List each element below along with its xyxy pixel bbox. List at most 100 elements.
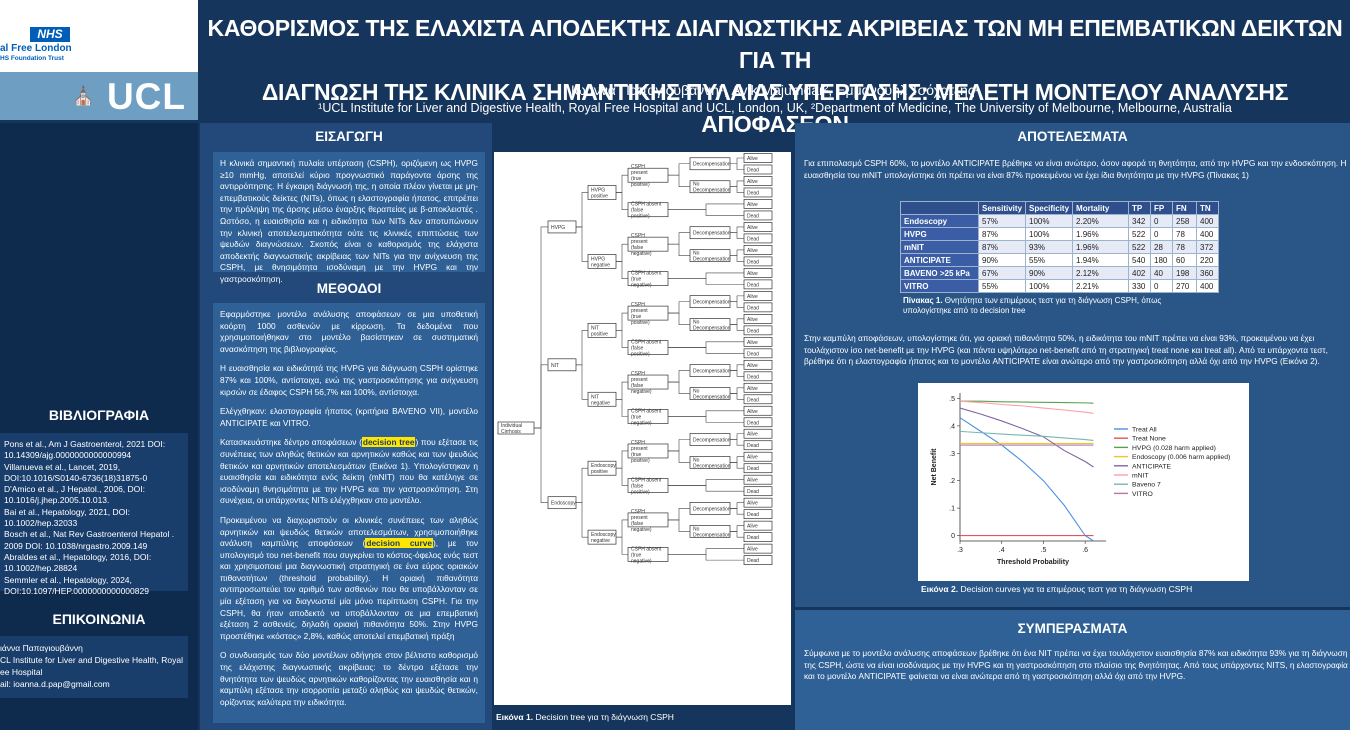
tree-node-label: (true <box>631 452 642 458</box>
legend-entry: mNIT <box>1132 473 1149 480</box>
tree-node-label: (false <box>631 483 643 489</box>
title-line-1: ΚΑΘΟΡΙΣΜΟΣ ΤΗΣ ΕΛΑΧΙΣΤΑ ΑΠΟΔΕΚΤΗΣ ΔΙΑΓΝΩ… <box>207 15 1343 73</box>
reference-item: D'Amico et al., J Hepatol., 2006, DOI: 1… <box>4 484 145 506</box>
legend-entry: Endoscopy (0.006 harm applied) <box>1132 454 1230 461</box>
tree-leaf-alive: Alive <box>743 245 773 255</box>
contact-line: ιάννα Παπαγιουβάννη <box>0 643 83 653</box>
tree-node-label: negative <box>591 262 610 268</box>
tree-node-label: Alive <box>747 340 758 346</box>
table-cell: 55% <box>1025 253 1074 267</box>
tree-node-label: Endoscopy <box>591 463 616 469</box>
tree-node-label: CSPH absent <box>631 409 662 415</box>
methods-paragraph-4: Κατασκευάστηκε δέντρο αποφάσεων (decisio… <box>220 437 479 506</box>
tree-leaf-dead: Dead <box>743 486 773 497</box>
tree-branch <box>668 416 744 423</box>
tree-node-label: No <box>693 320 700 326</box>
table-cell: 180 <box>1150 253 1174 267</box>
intro-paragraph: Η κλινικά σημαντική πυλαία υπέρταση (CSP… <box>220 158 478 284</box>
tree-branch <box>730 301 744 308</box>
tree-node-label: positive) <box>631 182 650 188</box>
tree-node-label: Decompensation <box>693 326 731 332</box>
tree-leaf-alive: Alive <box>743 520 773 531</box>
results-paragraph-2: Στην καμπύλη αποφάσεων, υπολογίστηκε ότι… <box>804 333 1328 367</box>
tree-decomp-node: Decompensation <box>689 364 731 377</box>
tree-branch <box>616 174 628 193</box>
tree-node-label: Dead <box>747 351 759 357</box>
tree-branch <box>616 381 628 400</box>
tree-node-label: Dead <box>747 420 759 426</box>
tree-node-label: No <box>693 526 700 532</box>
tree-branch <box>668 439 690 452</box>
tree-leaf-alive: Alive <box>743 382 773 393</box>
tree-node-label: Alive <box>747 156 758 162</box>
tree-node-label: Alive <box>747 455 758 461</box>
tree-node-label: positive) <box>631 214 650 220</box>
tree-leaf-alive: Alive <box>743 176 773 186</box>
legend-entry: Treat None <box>1132 436 1166 443</box>
tree-node-label: Decompensation <box>693 162 731 168</box>
tree-branch <box>668 519 690 532</box>
table-cell: 55% <box>977 279 1027 293</box>
tree-node-label: Decompensation <box>693 257 731 263</box>
tree-node-label: Alive <box>747 501 758 507</box>
tree-node-label: Alive <box>747 317 758 323</box>
tree-node-label: negative) <box>631 527 652 533</box>
ucl-logo-text: UCL <box>106 76 186 117</box>
decision-tree-diagram: IndividualCirrhosisAliveDeadDecompensati… <box>497 153 773 565</box>
tree-leaf-alive: Alive <box>743 497 773 508</box>
table-cell: 400 <box>1196 279 1220 293</box>
tree-node-label: Dead <box>747 213 759 219</box>
table-cell: 90% <box>1025 266 1074 280</box>
conclusions-text: Σύμφωνα με το μοντέλο ανάλυσης αποφάσεων… <box>804 648 1348 682</box>
x-tick-label: .5 <box>1041 547 1047 554</box>
table-cell: 372 <box>1196 240 1220 254</box>
table-row-label: mNIT <box>900 240 979 254</box>
tree-node-label: negative) <box>631 421 652 427</box>
tree-branch <box>730 370 744 377</box>
tree-branch <box>668 381 690 394</box>
table-cell: 360 <box>1196 266 1220 280</box>
table-cell: 540 <box>1128 253 1152 267</box>
reference-item: Abraldes et al., Hepatology, 2016, DOI: … <box>4 551 152 574</box>
tree-node-label: No <box>693 389 700 395</box>
tree-branch <box>616 243 628 262</box>
table-cell: 2.20% <box>1072 214 1130 228</box>
intro-heading: ΕΙΣΑΓΩΓΗ <box>315 129 383 144</box>
tree-branch <box>668 341 744 348</box>
tree-leaf-alive: Alive <box>743 451 773 462</box>
tree-branch <box>730 255 744 262</box>
results-paragraph-1: Για επιπολασμό CSPH 60%, το μοντέλο ANTI… <box>804 158 1347 180</box>
tree-node-label: negative <box>591 400 610 406</box>
table-cell: 60 <box>1172 253 1198 267</box>
tree-leaf-alive: Alive <box>743 199 773 209</box>
tree-leaf-alive: Alive <box>743 405 773 416</box>
methods-heading: ΜΕΘΟΔΟΙ <box>316 281 382 296</box>
table-cell: 67% <box>977 266 1027 280</box>
tree-node-label: CSPH absent <box>631 340 662 346</box>
tree-branch <box>730 180 744 188</box>
table-cell: 1.96% <box>1072 227 1130 241</box>
x-tick-label: .6 <box>1082 547 1088 554</box>
tree-branch <box>730 502 744 509</box>
y-tick-label: .4 <box>949 423 955 430</box>
tree-branch <box>668 554 744 561</box>
tree-node-label: NIT <box>591 325 599 331</box>
tree-branch <box>730 226 744 233</box>
tree-node-label: No <box>693 457 700 463</box>
tree-leaf-dead: Dead <box>743 371 773 382</box>
contact-line: CL Institute for Liver and Digestive Hea… <box>0 655 183 665</box>
table-cell: 1.94% <box>1072 253 1130 267</box>
table-cell: 402 <box>1128 266 1152 280</box>
tree-branch <box>668 450 690 463</box>
tree-node-label: (true <box>631 415 642 421</box>
tree-branch <box>730 433 744 440</box>
